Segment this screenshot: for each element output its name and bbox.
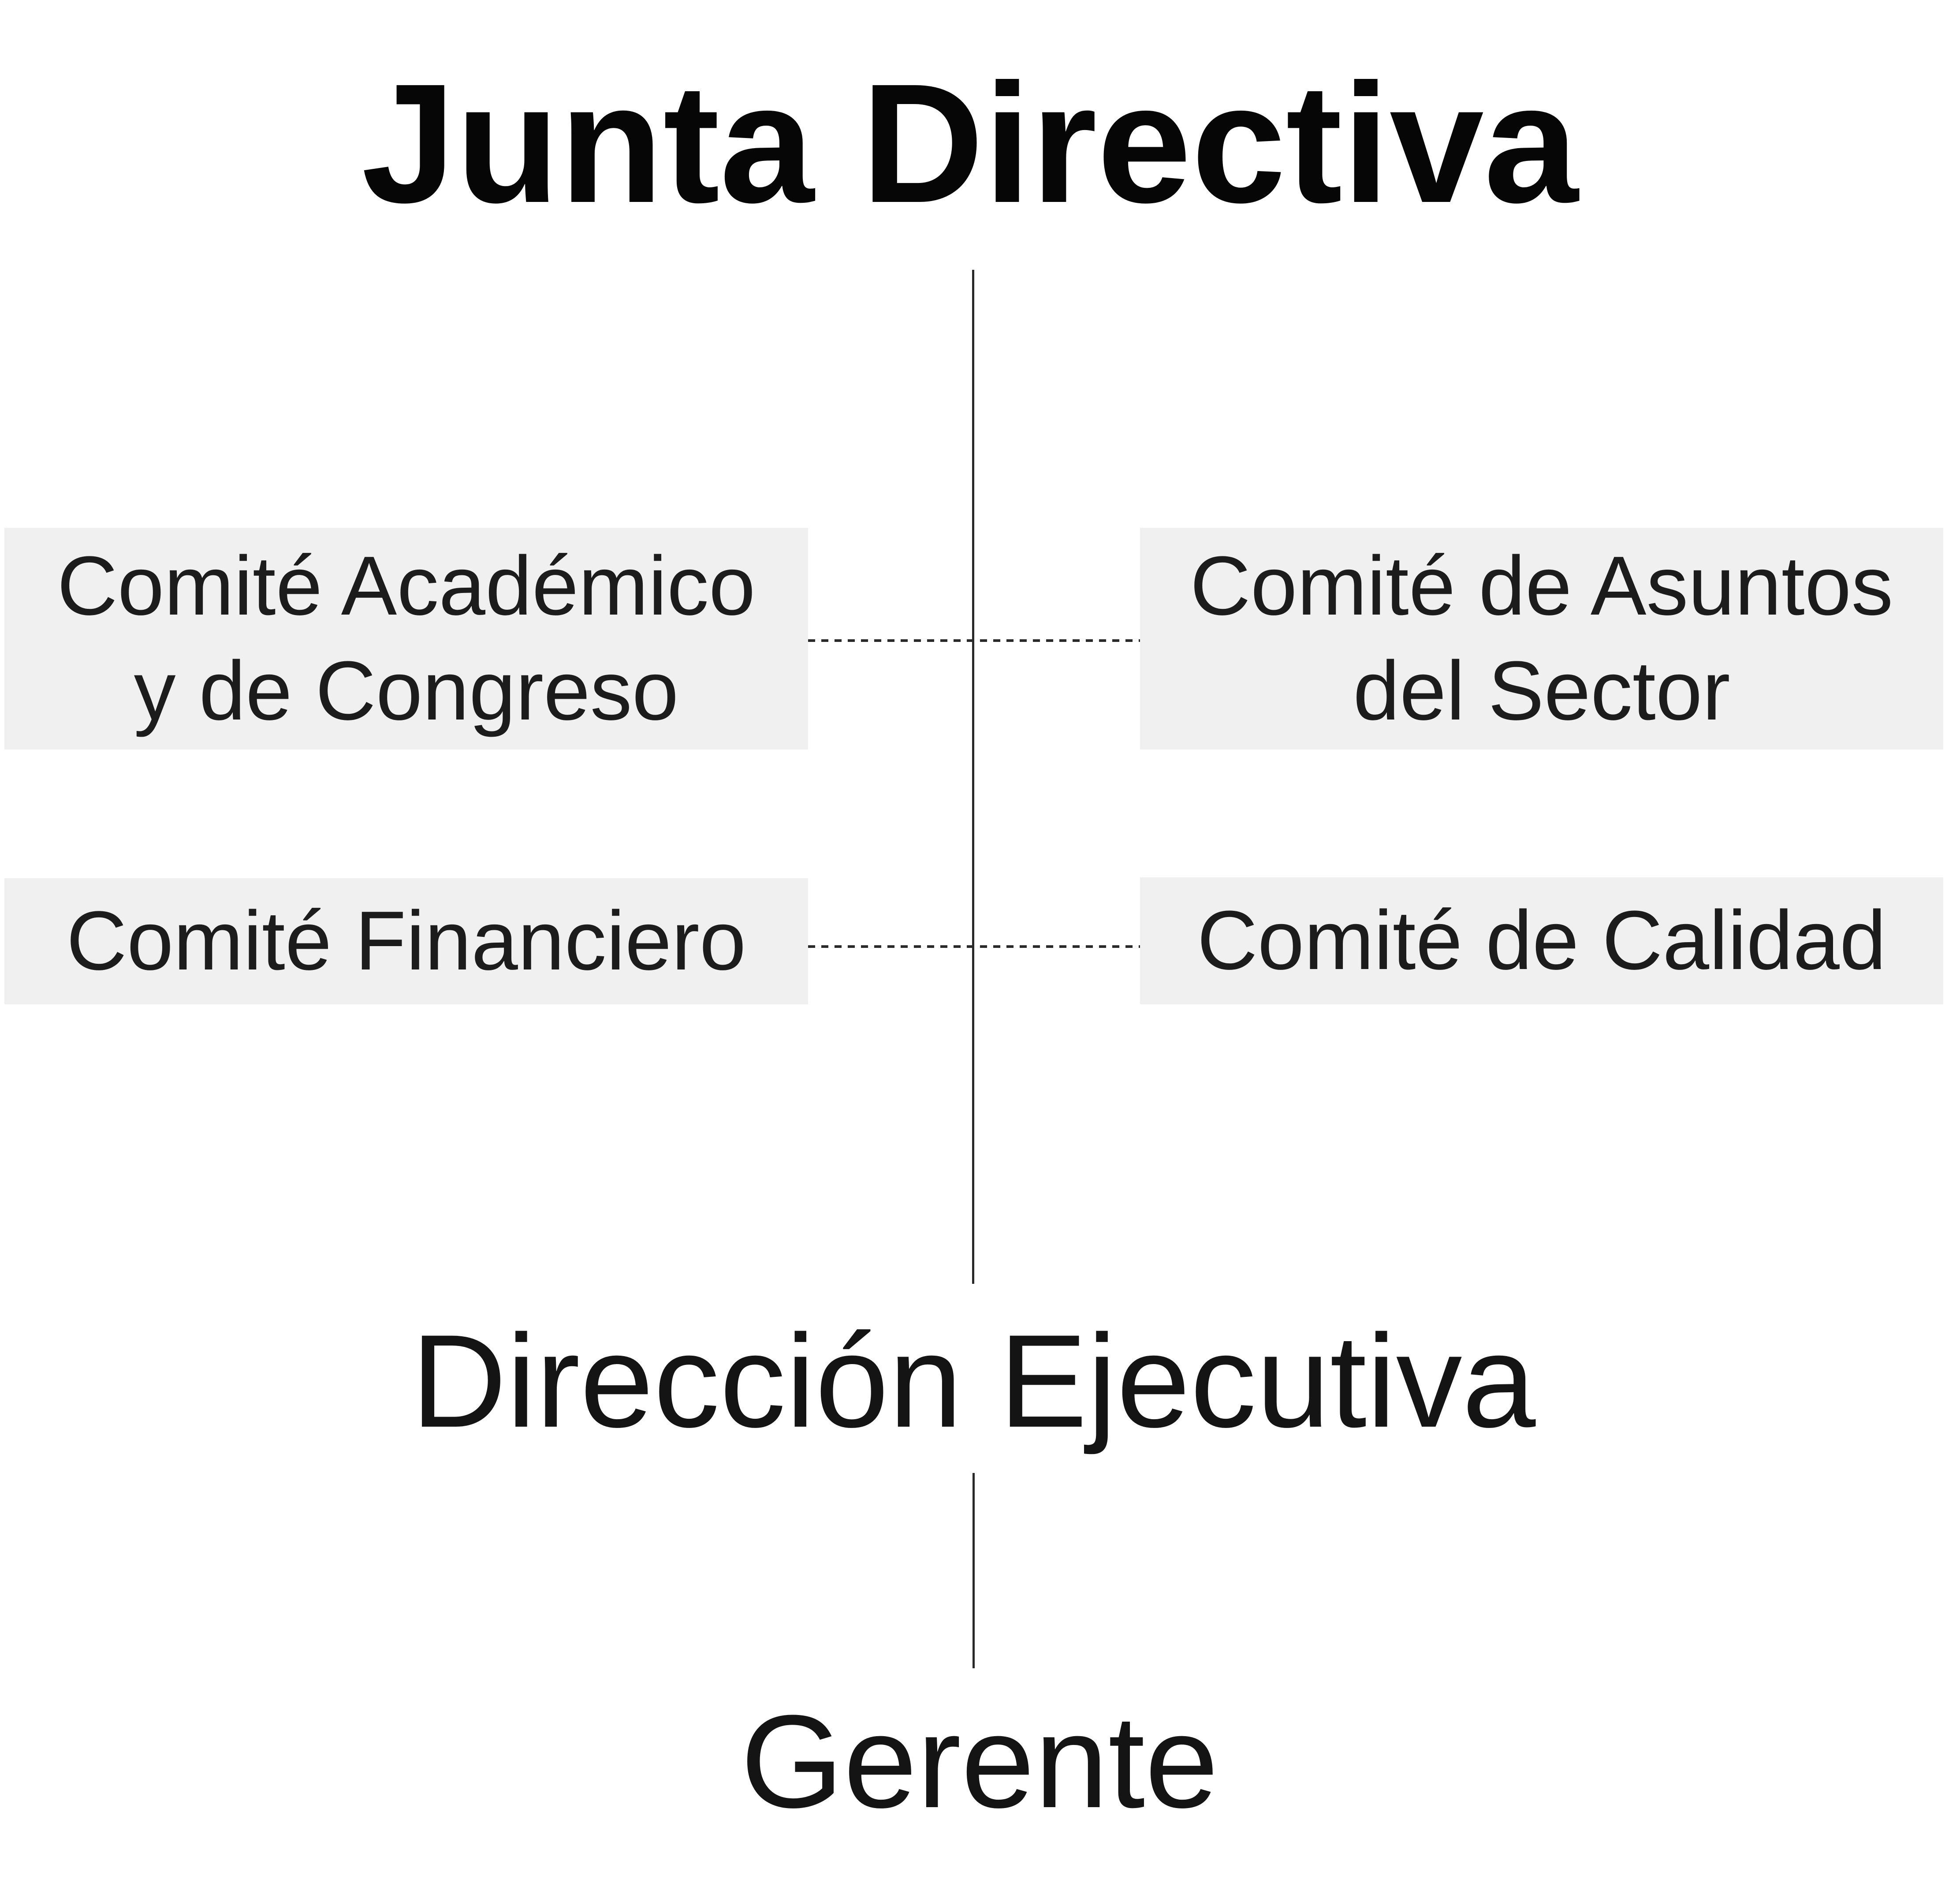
connector-dashed-row1	[808, 639, 1140, 642]
connector-vertical-bottom	[973, 1473, 975, 1668]
node-comite-calidad: Comité de Calidad	[1140, 877, 1943, 1004]
connector-dashed-row2	[808, 945, 1140, 948]
node-gerente: Gerente	[741, 1687, 1218, 1835]
node-junta-directiva: Junta Directiva	[361, 48, 1579, 238]
node-comite-financiero: Comité Financiero	[4, 878, 808, 1004]
connector-vertical-top	[972, 270, 974, 1284]
node-comite-asuntos: Comité de Asuntos del Sector	[1140, 528, 1943, 749]
node-direccion-ejecutiva: Dirección Ejecutiva	[411, 1307, 1536, 1455]
node-comite-academico: Comité Académico y de Congreso	[4, 528, 808, 749]
